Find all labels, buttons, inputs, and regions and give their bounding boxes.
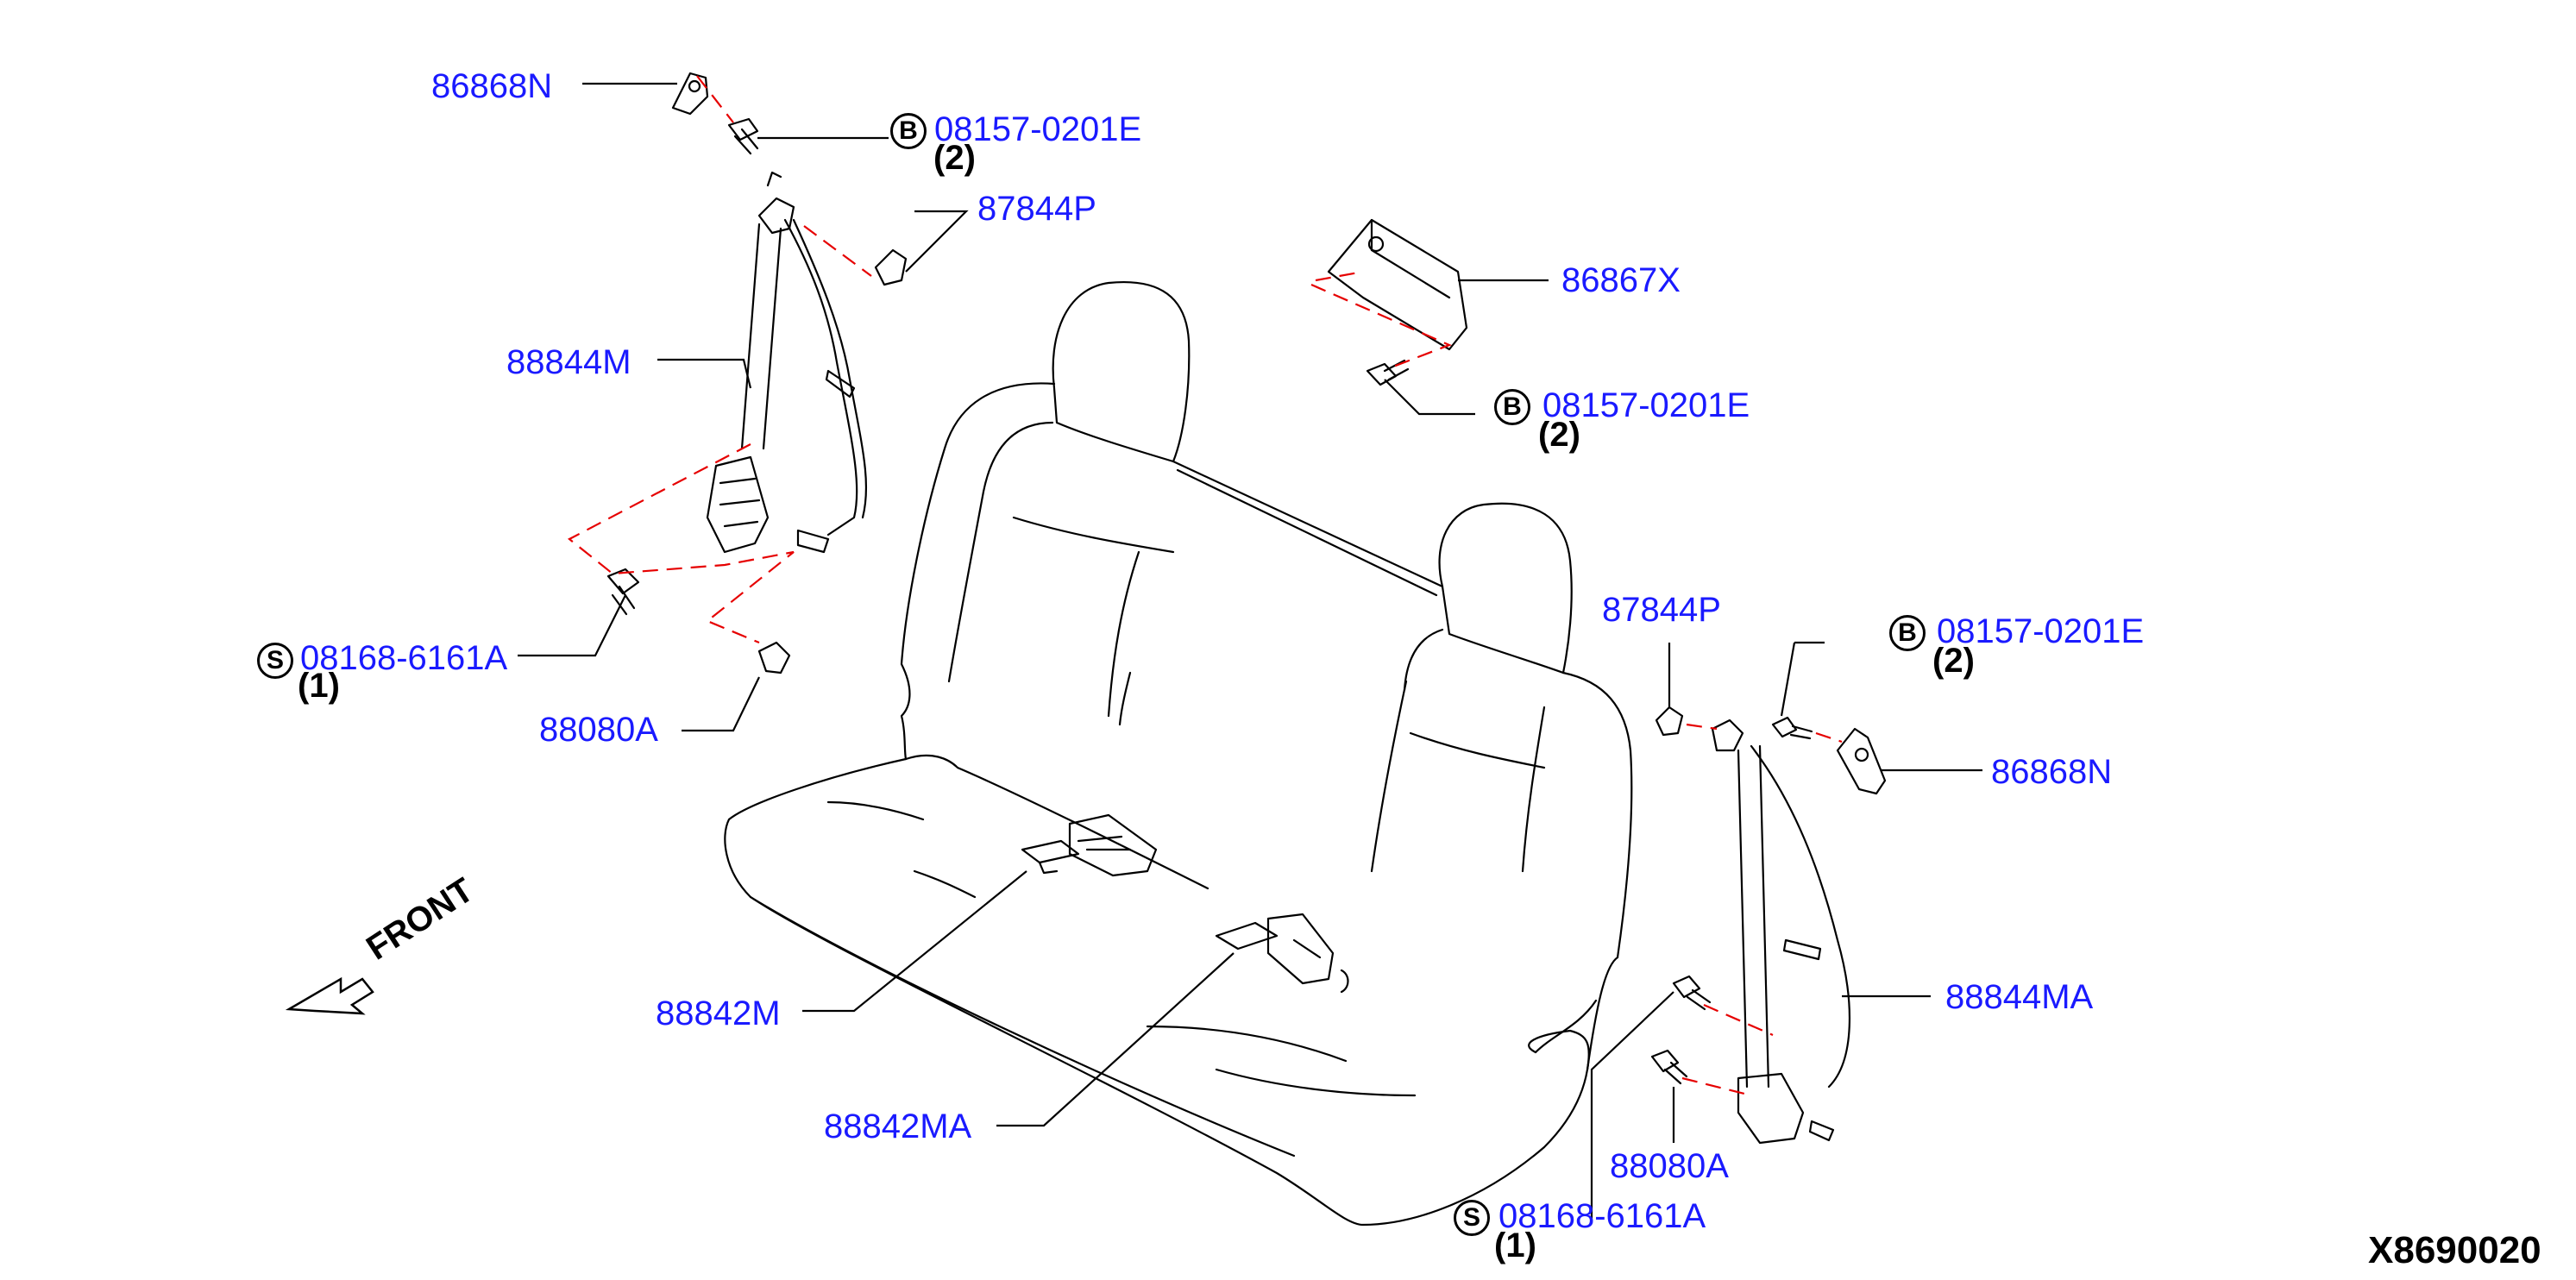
- part-label-88844M[interactable]: 88844M: [506, 343, 631, 381]
- seat-cushion-seam-1: [904, 754, 1209, 890]
- seat-cushion-side: [1534, 956, 1619, 1071]
- right-bolt-lower-drawing: [1650, 975, 1712, 1085]
- part-label-08168-6161A-right[interactable]: 08168-6161A: [1498, 1197, 1706, 1235]
- part-label-86867X[interactable]: 86867X: [1561, 261, 1681, 299]
- bolt-type-b-icon: B: [1889, 615, 1926, 651]
- part-label-86868N-left[interactable]: 86868N: [431, 67, 553, 105]
- part-qty: (2): [933, 139, 976, 177]
- seat-cushion-front-edge: [749, 895, 1296, 1158]
- part-qty: (1): [298, 667, 340, 705]
- buckle-88842M-drawing: [1021, 813, 1158, 877]
- right-seat-back-fold: [1409, 731, 1546, 769]
- left-seat-back: [900, 382, 1056, 761]
- part-label-88080A-left[interactable]: 88080A: [539, 711, 658, 749]
- part-qty: (2): [1932, 642, 1975, 680]
- left-belt-88844M-drawing: [706, 171, 868, 554]
- left-anchor-86868N-drawing: [671, 72, 709, 116]
- rear-seat-drawing: [724, 281, 1633, 1227]
- left-seat-back-inner: [947, 421, 1054, 683]
- seat-cushion-seam-2: [826, 800, 977, 899]
- seat-cushion: [724, 757, 1590, 1227]
- buckle-88842MA-drawing: [1215, 913, 1349, 994]
- left-seat-back-seam: [1107, 550, 1140, 726]
- left-clip-88080A-drawing: [757, 641, 791, 675]
- right-seat-back-seam: [1521, 706, 1546, 873]
- right-headrest: [1438, 502, 1573, 675]
- right-seat-back: [1403, 628, 1633, 959]
- part-label-88844MA[interactable]: 88844MA: [1945, 978, 2094, 1016]
- bolt-type-b-icon: B: [1494, 389, 1530, 425]
- screw-type-s-icon: S: [257, 643, 293, 679]
- right-anchor-86868N-drawing: [1836, 727, 1887, 795]
- part-qty: (2): [1538, 416, 1580, 454]
- part-label-08157-0201E-left[interactable]: 08157-0201E: [934, 110, 1142, 148]
- left-bolt-08168-drawing: [606, 568, 640, 616]
- left-bolt-08157-drawing: [727, 117, 759, 155]
- left-headrest: [1052, 281, 1191, 463]
- seat-top-rod: [1172, 460, 1444, 597]
- part-label-08168-6161A-left[interactable]: 08168-6161A: [300, 639, 508, 677]
- part-label-87844P-right[interactable]: 87844P: [1602, 591, 1721, 629]
- part-qty: (1): [1494, 1227, 1536, 1264]
- part-label-08157-0201E-right[interactable]: 08157-0201E: [1937, 612, 2145, 650]
- front-arrow-icon: [285, 976, 374, 1015]
- part-label-88080A-right[interactable]: 88080A: [1610, 1147, 1729, 1185]
- bracket-86867X-drawing: [1327, 218, 1468, 351]
- right-cap-87844P-drawing: [1655, 706, 1684, 737]
- right-belt-88844MA-drawing: [1711, 718, 1851, 1145]
- part-label-87844P-left[interactable]: 87844P: [977, 190, 1096, 228]
- part-label-08157-0201E-center[interactable]: 08157-0201E: [1542, 386, 1750, 424]
- bolt-type-b-icon: B: [890, 113, 927, 149]
- right-seat-back-inner: [1370, 680, 1408, 873]
- part-label-88842M[interactable]: 88842M: [656, 995, 781, 1032]
- part-label-86868N-right[interactable]: 86868N: [1991, 753, 2113, 791]
- right-bolt-08157-drawing: [1771, 716, 1813, 740]
- diagram-reference-number: X8690020: [2368, 1229, 2541, 1271]
- leader-lines: [518, 82, 1982, 1220]
- seat-cushion-seam-3: [1146, 1025, 1417, 1097]
- screw-type-s-icon: S: [1454, 1200, 1490, 1236]
- bracket-bolt-drawing: [1366, 359, 1410, 386]
- assembly-dash-lines: [567, 75, 1843, 1097]
- part-label-88842MA[interactable]: 88842MA: [824, 1107, 972, 1145]
- left-cap-87844P-drawing: [874, 248, 908, 286]
- left-seat-back-fold: [1012, 516, 1175, 554]
